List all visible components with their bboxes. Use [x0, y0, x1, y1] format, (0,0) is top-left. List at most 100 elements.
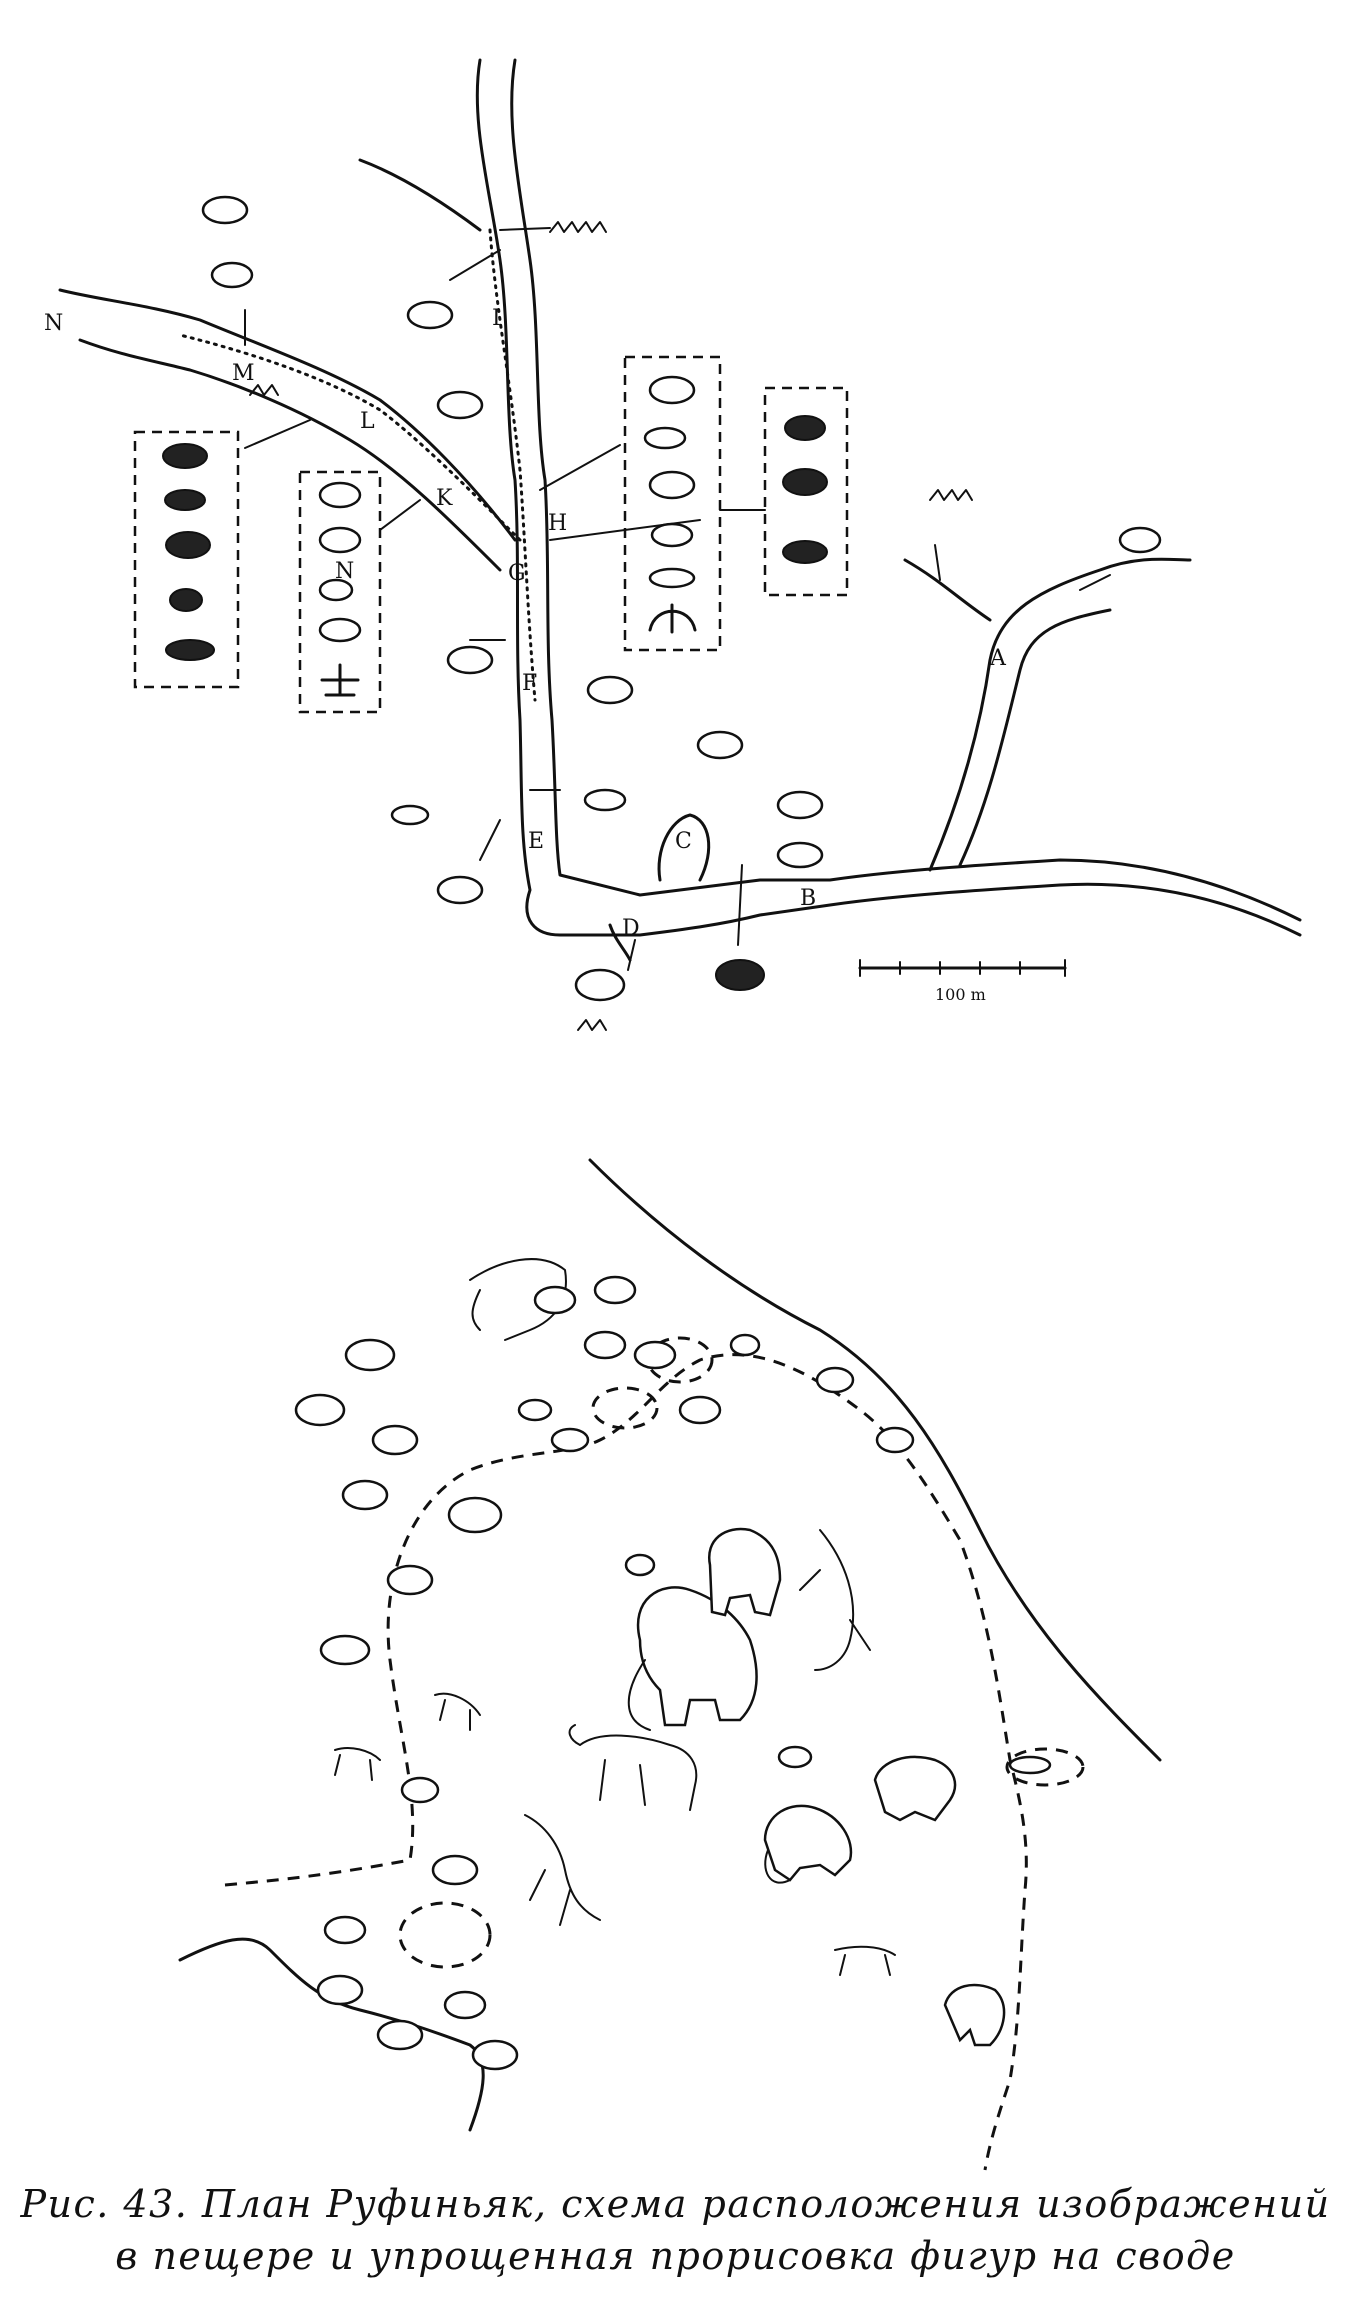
bison-figure: [400, 1776, 440, 1804]
point-label-g: G: [508, 561, 526, 586]
bison-figure: [165, 531, 211, 559]
gallery-wall-right: [510, 58, 1302, 922]
bison-figure: [550, 1427, 590, 1453]
bison-figure: [318, 481, 362, 509]
mammoth-tusk: [627, 1659, 651, 1731]
bison-figure: [1008, 1755, 1052, 1775]
mammoth-figure: [648, 567, 696, 589]
bison-figure: [371, 1424, 419, 1456]
panel-left-inner: [298, 470, 382, 714]
panel-right: [763, 386, 849, 597]
horse-figure: [318, 578, 354, 602]
point-label-c: C: [675, 829, 692, 854]
bison-figure: [533, 1285, 577, 1315]
point-label-k: K: [436, 486, 453, 511]
bison-figure: [447, 1496, 503, 1534]
horse-figure: [334, 1747, 381, 1781]
bison-figure: [648, 470, 696, 500]
bison-figure: [776, 790, 824, 820]
bison-figure: [376, 2019, 424, 2051]
horse-figure: [469, 1258, 567, 1341]
bison-figure: [633, 1340, 677, 1370]
bison-figure: [583, 1330, 627, 1360]
bison-figure: [815, 1366, 855, 1394]
mammoth-figure: [636, 1586, 758, 1727]
panel-center: [623, 355, 722, 652]
scale-bar: 100 m: [858, 959, 1067, 1004]
caption-line-1: Рис. 43. План Руфиньяк, схема расположен…: [20, 2182, 1331, 2226]
bison-figure: [593, 1275, 637, 1305]
bison-figure: [436, 875, 484, 905]
bison-figure: [344, 1338, 396, 1372]
point-label-e: E: [528, 829, 544, 854]
ceiling-dashed-boundary: [224, 1353, 1028, 2171]
horse-figure: [568, 1724, 698, 1811]
horse-figure: [834, 1945, 896, 1976]
chamber-c: [657, 813, 711, 882]
arrows: [244, 227, 1111, 971]
route-dotted: [178, 228, 537, 702]
sign-cluster: [249, 384, 279, 396]
point-label-f: F: [522, 671, 537, 696]
sign-cluster: [577, 1019, 607, 1031]
bison-figure: [386, 1564, 434, 1596]
ceiling-tracing: [178, 1158, 1162, 2171]
bison-figure: [406, 300, 454, 330]
horse-figure: [434, 1692, 481, 1731]
tectiform-sign: [320, 663, 360, 697]
bison-figure: [624, 1553, 656, 1577]
scale-label: 100 m: [935, 985, 986, 1004]
bison-figure: [294, 1393, 346, 1427]
point-label-l: L: [360, 409, 375, 434]
mammoth-figures: [627, 1527, 1006, 2047]
bison-figure: [210, 261, 254, 289]
bison-figure: [648, 375, 696, 405]
bison-figure: [678, 1395, 722, 1425]
bison-figures: [294, 1275, 1052, 2071]
cave-plan: 100 m A B C D E F G H I K L M N N: [44, 58, 1302, 1031]
ceiling-dashed-ring: [591, 1386, 659, 1430]
point-labels: A B C D E F G H I K L M N N: [44, 306, 1007, 941]
chamber-d: [608, 923, 632, 962]
bison-figure: [776, 841, 824, 869]
horse-figure: [784, 415, 826, 441]
horse-figure: [643, 426, 687, 450]
bison-figure: [1118, 526, 1162, 554]
bison-figure: [436, 390, 484, 420]
bison-figure: [319, 1634, 371, 1666]
bison-figure: [316, 1974, 364, 2006]
mammoth-figure: [782, 540, 828, 564]
panel-left-outer: [133, 430, 240, 689]
bison-figure: [323, 1915, 367, 1945]
bison-figure: [875, 1426, 915, 1454]
point-label-a: A: [989, 646, 1007, 671]
bison-figure: [777, 1745, 813, 1769]
bison-figure: [583, 788, 627, 812]
mammoth-figure: [574, 968, 626, 1002]
mammoth-figure: [763, 1804, 853, 1882]
horse-figure: [164, 489, 206, 511]
gallery-right-branch-arm: [903, 558, 992, 622]
point-label-h: H: [548, 511, 567, 536]
sign-cluster: [929, 489, 973, 501]
mammoth-figure: [715, 959, 765, 991]
point-label-m: M: [232, 361, 255, 386]
bison-figure: [201, 195, 249, 225]
horse-figure: [799, 1529, 871, 1671]
ceiling-dashed-ring: [398, 1901, 492, 1969]
gallery-upper-left-branch: [358, 158, 482, 232]
bison-figure: [162, 443, 208, 469]
point-label-d: D: [622, 916, 640, 941]
ibex-figure: [169, 588, 203, 612]
tectiform-sign: [648, 603, 697, 634]
gallery-right-branch-inner: [958, 608, 1112, 867]
horse-figure: [524, 1814, 601, 1926]
mammoth-figure: [873, 1755, 957, 1822]
horse-figures: [334, 1258, 896, 1976]
bison-figure: [782, 468, 828, 496]
gallery-nw-branch-inner: [78, 338, 502, 572]
bison-figure: [517, 1398, 553, 1422]
bison-figure: [650, 522, 694, 548]
gallery-nw-branch: [58, 288, 517, 542]
gallery-right-branch: [928, 557, 1192, 872]
